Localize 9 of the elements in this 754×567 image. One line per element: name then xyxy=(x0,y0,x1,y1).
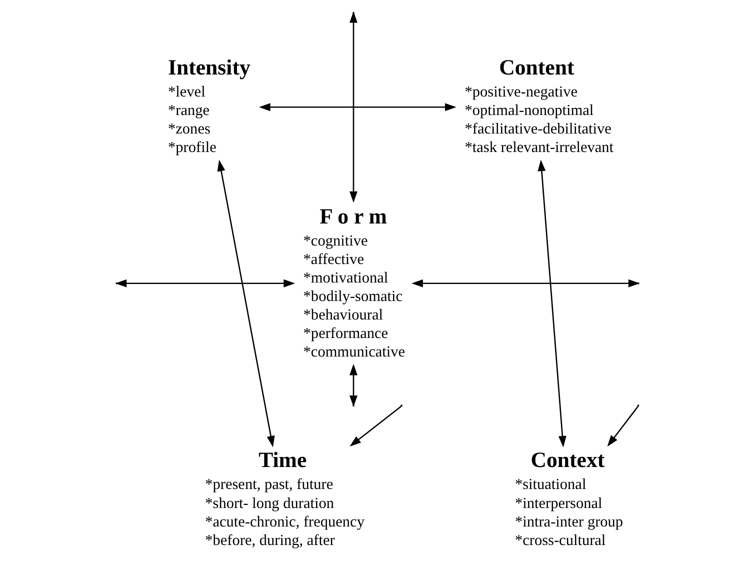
node-text: F o r m *cognitive *affective *motivational *bodily-somatic *behavioural *performance *communicative xyxy=(302,204,405,361)
arrow xyxy=(537,160,566,448)
arrow xyxy=(216,160,274,448)
node-text: Context *situational *interpersonal *intra-inter group *cross-cultural xyxy=(514,448,623,549)
arrow xyxy=(606,406,638,447)
arrow xyxy=(258,103,456,112)
node-text: Time *present, past, future *short- long duration *acute-chronic, frequency *before, during, after xyxy=(204,448,364,549)
node-text: Content *positive-negative *optimal-nonoptimal *facilitative-debilitative *task relevant-irrelevant xyxy=(464,55,614,156)
node-text: Intensity *level *range *zones *profile xyxy=(168,55,250,156)
